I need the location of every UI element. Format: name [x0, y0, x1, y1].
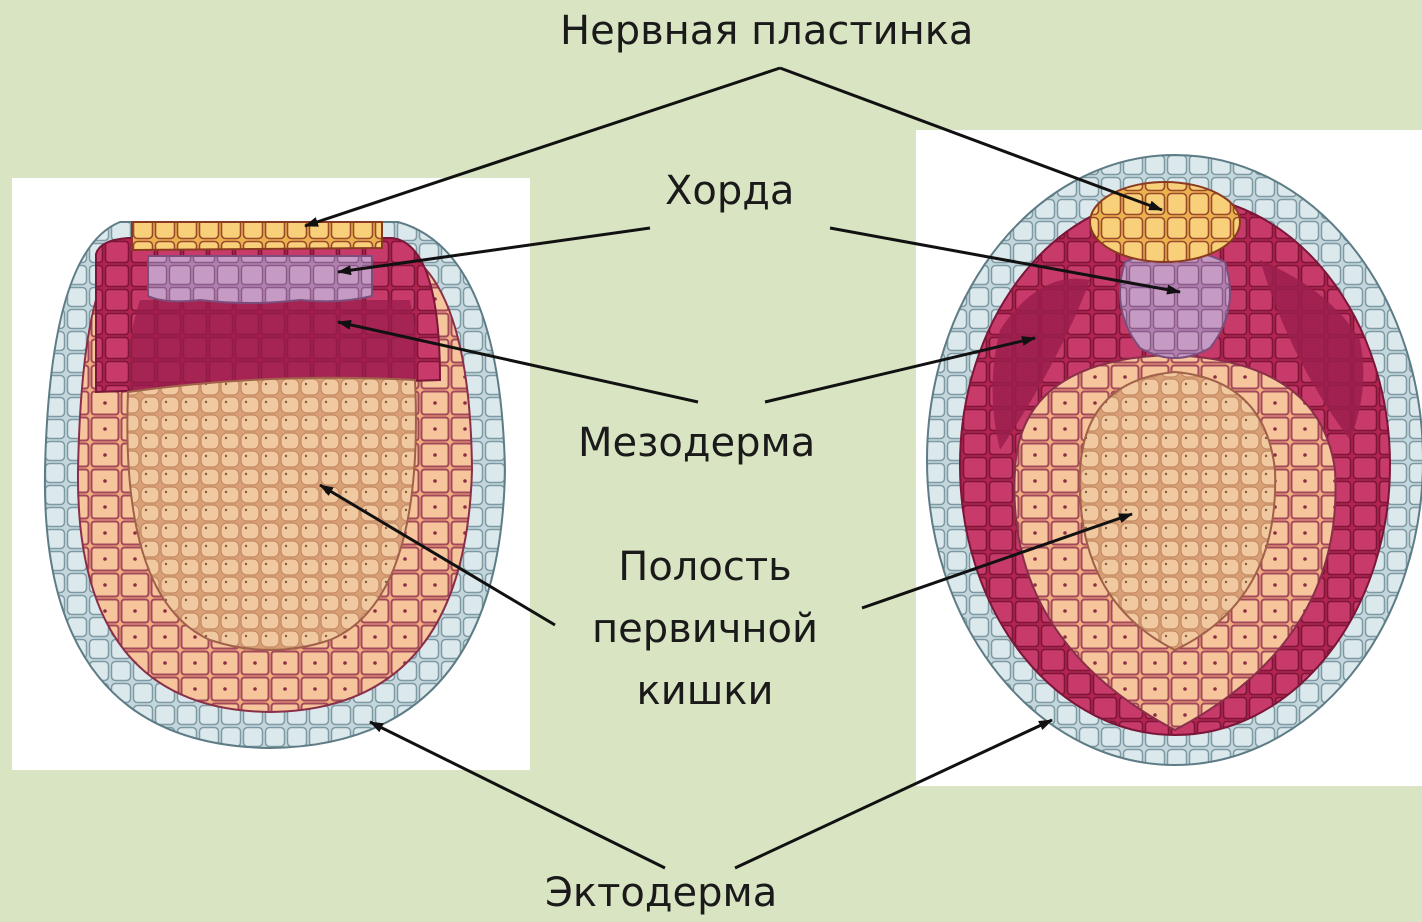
left-neural-plate: [132, 222, 382, 250]
label-primary-gut-cavity: Полость первичной кишки: [592, 536, 818, 722]
left-embryo: [45, 222, 505, 748]
label-cavity-line3: кишки: [592, 660, 818, 722]
label-neural-plate: Нервная пластинка: [560, 8, 973, 54]
arrow-ecto-right: [735, 720, 1052, 868]
label-cavity-line1: Полость: [592, 536, 818, 598]
right-chorda: [1120, 250, 1230, 358]
label-mesoderm: Мезодерма: [578, 420, 815, 466]
left-chorda: [148, 256, 372, 303]
label-cavity-line2: первичной: [592, 598, 818, 660]
label-chorda: Хорда: [665, 168, 794, 214]
label-ectoderm: Эктодерма: [545, 870, 777, 916]
right-neural-plate: [1090, 182, 1240, 262]
right-embryo: [927, 155, 1422, 765]
